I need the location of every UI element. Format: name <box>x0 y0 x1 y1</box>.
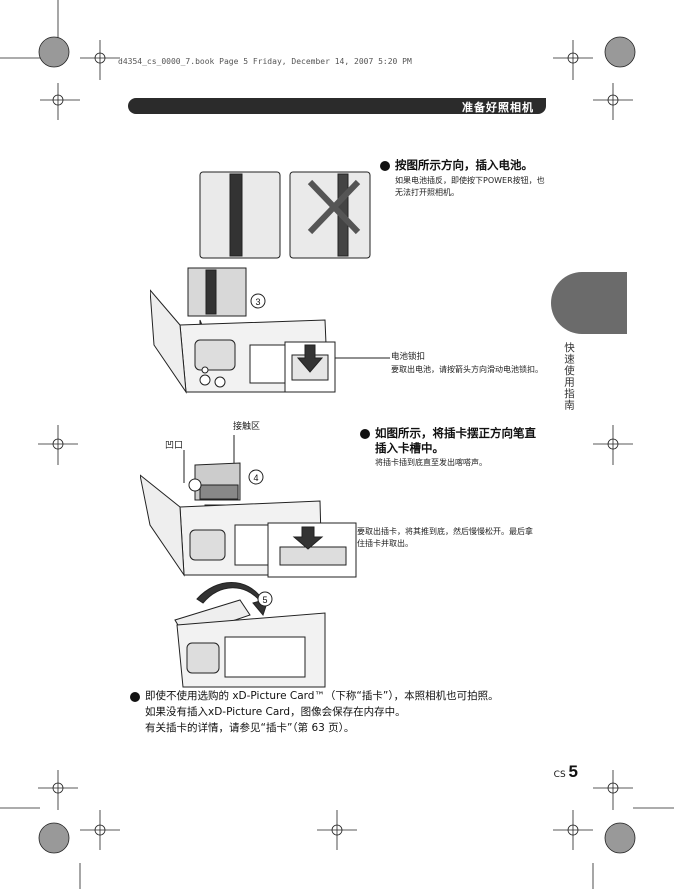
section-header-bar: 准备好照相机 <box>128 98 546 114</box>
page-number: CS 5 <box>554 762 578 782</box>
cover-step-number: 5 <box>262 595 267 605</box>
label-contact-area: 接触区 <box>233 422 261 432</box>
battery-lock-note: 要取出电池，请按箭头方向滑动电池锁扣。 <box>391 365 543 374</box>
footer-note-2: 如果没有插入xD-Picture Card，图像会保存在内存中。 <box>145 706 406 718</box>
section-title: 准备好照相机 <box>462 101 534 114</box>
print-header: d4354_cs_0000_7.book Page 5 Friday, Dece… <box>118 57 412 66</box>
battery-step-number: 3 <box>255 297 260 307</box>
footer-note-3: 有关插卡的详情，请参见“插卡”（第 63 页）。 <box>145 722 355 734</box>
bullet-icon <box>130 692 140 702</box>
page-number-value: 5 <box>568 762 578 781</box>
battery-lock-title: 电池锁扣 <box>391 352 426 362</box>
card-illustration: 4 <box>140 435 357 578</box>
cover-illustration: 5 <box>174 582 326 688</box>
battery-heading: 按图所示方向，插入电池。 <box>395 158 533 172</box>
crosshair-icon <box>80 40 120 80</box>
side-tab-label: 快速使用指南 <box>563 342 575 411</box>
card-remove-note: 要取出插卡，将其推到底，然后慢慢松开。最后拿住插卡并取出。 <box>357 527 533 548</box>
label-notch: 凹口 <box>165 441 184 451</box>
card-step-number: 4 <box>253 473 258 483</box>
card-note: 将插卡插到底直至发出喀嗒声。 <box>375 458 487 467</box>
footer-note-1: 即使不使用选购的 xD-Picture Card™（下称“插卡”），本照相机也可… <box>145 690 499 702</box>
battery-illustration: 3 <box>150 171 390 394</box>
card-heading: 如图所示，将插卡摆正方向笔直插入卡槽中。 <box>375 426 536 455</box>
bullet-icon <box>360 429 370 439</box>
bullet-icon <box>380 161 390 171</box>
page-lang: CS <box>553 770 566 780</box>
side-tab <box>551 272 627 334</box>
battery-note: 如果电池插反，即使按下POWER按钮，也无法打开照相机。 <box>395 176 545 197</box>
